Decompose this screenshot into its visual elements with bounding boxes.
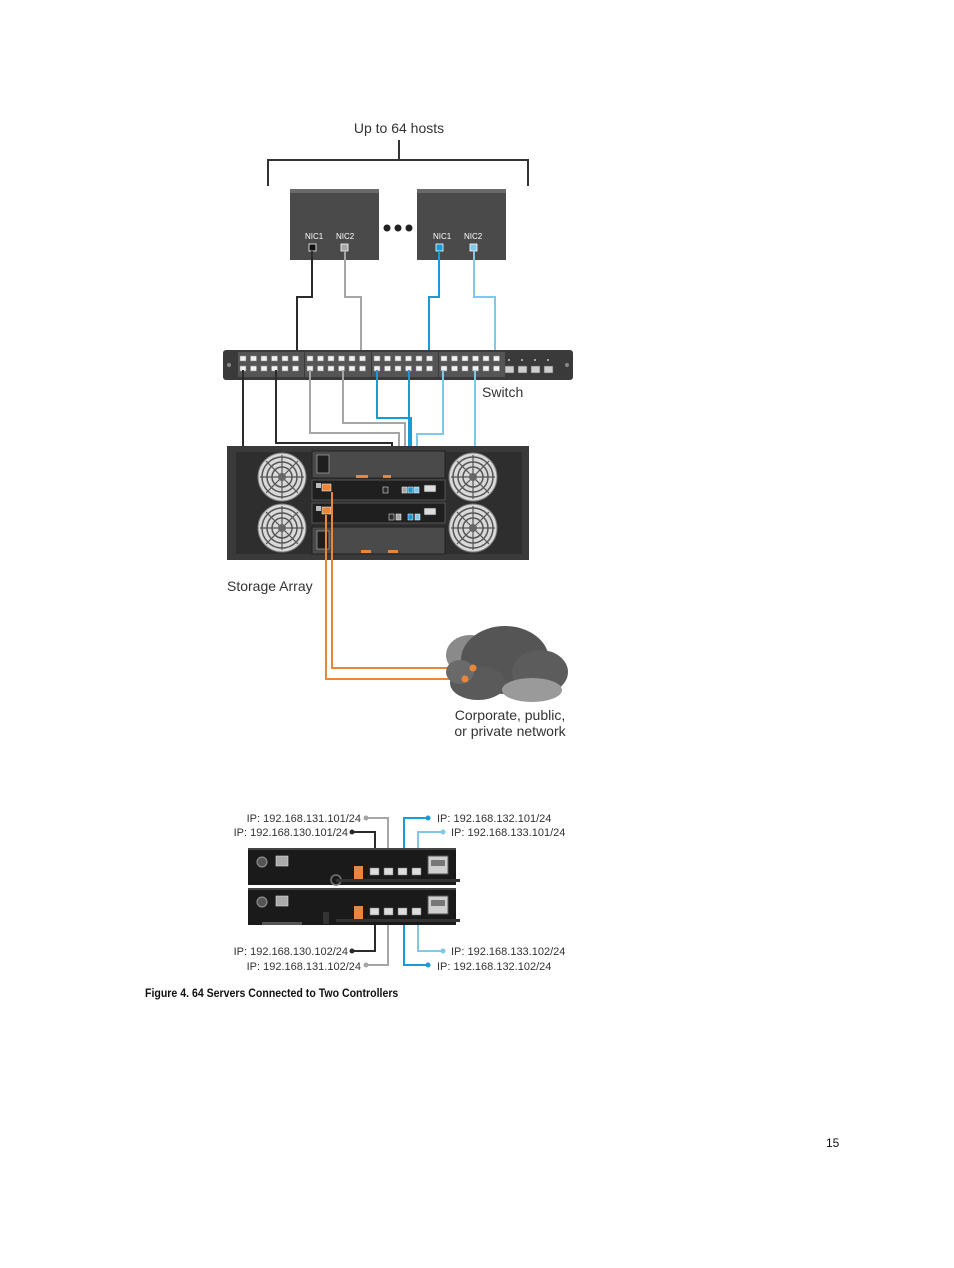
host-server-1: NIC1 NIC2 (290, 189, 379, 260)
page-number: 15 (826, 1136, 840, 1150)
host-2-nic1-label: NIC1 (433, 232, 452, 241)
figure-caption: Figure 4. 64 Servers Connected to Two Co… (145, 986, 399, 1000)
host-1-nic1-port (308, 243, 317, 252)
ip-bottom-right-2: IP: 192.168.132.102/24 (437, 961, 551, 973)
host-1-nic1-cable (296, 251, 313, 360)
storage-array (227, 446, 529, 560)
host-1-nic1-label: NIC1 (305, 232, 324, 241)
host-1-nic2-cable (344, 251, 362, 360)
more-hosts-ellipsis (383, 224, 413, 232)
host-server-2: NIC1 NIC2 (417, 189, 506, 260)
ip-bottom-right-1: IP: 192.168.133.102/24 (451, 946, 565, 958)
ip-top-left-1: IP: 192.168.131.101/24 (247, 813, 361, 825)
host-1-nic2-label: NIC2 (336, 232, 355, 241)
controller-port-connectors (382, 486, 421, 521)
ip-top-right-2: IP: 192.168.133.101/24 (451, 827, 565, 839)
host-2-nic1-port (435, 243, 444, 252)
ip-labels-bottom: IP: 192.168.130.102/24 IP: 192.168.131.1… (234, 946, 566, 973)
host-2-nic1-cable (428, 251, 440, 360)
storage-array-label: Storage Array (227, 578, 313, 594)
network-label-line1: Corporate, public, (455, 707, 566, 723)
host-cables (296, 251, 496, 360)
host-2-nic2-port (469, 243, 478, 252)
hosts-label: Up to 64 hosts (354, 120, 444, 136)
ip-leader-lines (349, 815, 446, 968)
network-cloud (446, 626, 568, 702)
host-2-nic2-cable (473, 251, 496, 360)
host-2-nic2-label: NIC2 (464, 232, 483, 241)
management-cables (325, 492, 473, 680)
switch-label: Switch (482, 384, 523, 400)
ip-bottom-left-2: IP: 192.168.131.102/24 (247, 961, 361, 973)
controller-1 (311, 479, 446, 501)
ip-top-left-2: IP: 192.168.130.101/24 (234, 827, 348, 839)
network-label-line2: or private network (454, 723, 566, 739)
host-1-nic2-port (340, 243, 349, 252)
ip-top-right-1: IP: 192.168.132.101/24 (437, 813, 551, 825)
controller-module-top (248, 848, 460, 886)
hosts-bracket (267, 140, 529, 186)
controller-module-bottom (248, 888, 460, 925)
ip-labels-top: IP: 192.168.131.101/24 IP: 192.168.130.1… (234, 813, 566, 839)
ip-bottom-left-1: IP: 192.168.130.102/24 (234, 946, 348, 958)
